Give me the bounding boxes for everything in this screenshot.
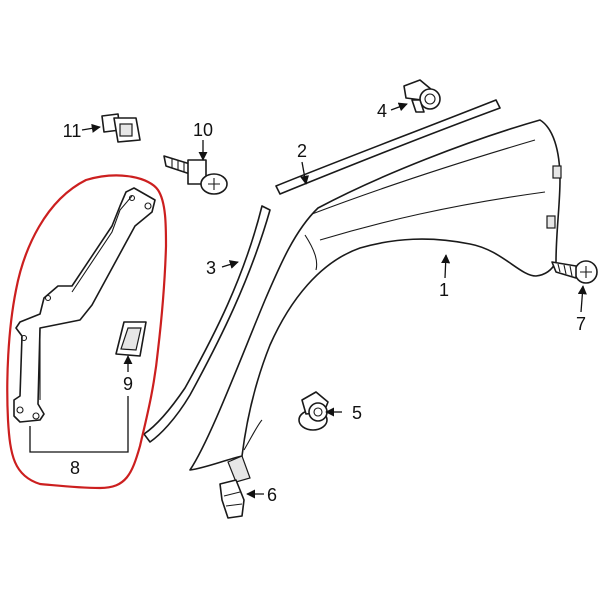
clip-nut-6 xyxy=(219,479,245,519)
callout-3: 3 xyxy=(206,258,216,278)
bolt-7 xyxy=(551,260,598,284)
bracket-8 xyxy=(13,187,156,423)
push-clip-5 xyxy=(298,391,329,431)
leader-lines xyxy=(29,102,587,499)
callout-labels: 1 2 3 4 5 6 7 8 9 10 11 xyxy=(63,101,586,505)
callout-4: 4 xyxy=(377,101,387,121)
push-clip-4 xyxy=(403,79,441,113)
callout-8: 8 xyxy=(70,458,80,478)
grommet-11 xyxy=(101,113,141,143)
callout-7: 7 xyxy=(576,314,586,334)
highlight-outline xyxy=(6,174,168,490)
bolt-10 xyxy=(163,155,228,195)
callout-1: 1 xyxy=(439,280,449,300)
callout-6: 6 xyxy=(267,485,277,505)
pad-9 xyxy=(115,321,147,357)
vertical-seal-strip xyxy=(143,205,271,443)
callout-9: 9 xyxy=(123,374,133,394)
upper-moulding-strip xyxy=(275,99,501,195)
callout-2: 2 xyxy=(297,141,307,161)
callout-11: 11 xyxy=(63,121,82,141)
fender-panel xyxy=(189,119,562,483)
callout-5: 5 xyxy=(352,403,362,423)
callout-10: 10 xyxy=(193,120,213,140)
